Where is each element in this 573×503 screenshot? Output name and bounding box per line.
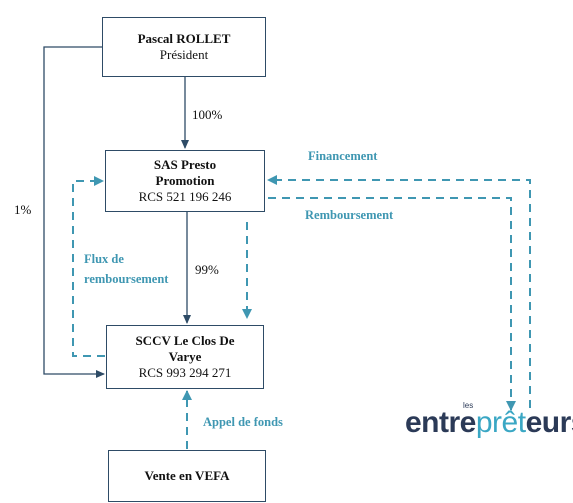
logo-part1: entre [405,406,476,439]
sccv-rcs: RCS 993 294 271 [138,365,232,380]
sccv-name: SCCV Le Clos De Varye [135,333,235,364]
ownership-label-direct: 1% [14,202,32,217]
arrow-remboursement [268,197,516,411]
vente-box: Vente en VEFA [108,450,266,502]
lesentrepreteurs-logo: entreprêteurs les [405,401,573,441]
sas-box: SAS Presto Promotion RCS 521 196 246 [105,150,265,212]
logo-part3: eurs [525,406,573,439]
label-financement: Financement [308,149,378,163]
president-box: Pascal ROLLET Président [102,17,266,77]
label-appel-de-fonds: Appel de fonds [203,415,283,429]
logo-small: les [463,401,474,410]
sas-name: SAS Presto Promotion [153,157,217,188]
president-name: Pascal ROLLET [137,31,231,46]
logo-part2: prêt [475,406,526,439]
vente-name: Vente en VEFA [144,468,230,483]
label-remboursement: Remboursement [305,208,394,222]
ownership-label-sas: 100% [192,107,223,122]
arrow-president-to-sccv [43,46,105,378]
sas-rcs: RCS 521 196 246 [138,189,232,204]
label-flux-line2: remboursement [84,272,169,286]
sccv-box: SCCV Le Clos De Varye RCS 993 294 271 [106,325,264,389]
ownership-label-sccv: 99% [195,262,219,277]
arrow-financement [267,175,531,408]
arrow-flux-remboursement [72,176,105,357]
label-flux-line1: Flux de [84,252,124,266]
president-role: Président [159,47,209,62]
